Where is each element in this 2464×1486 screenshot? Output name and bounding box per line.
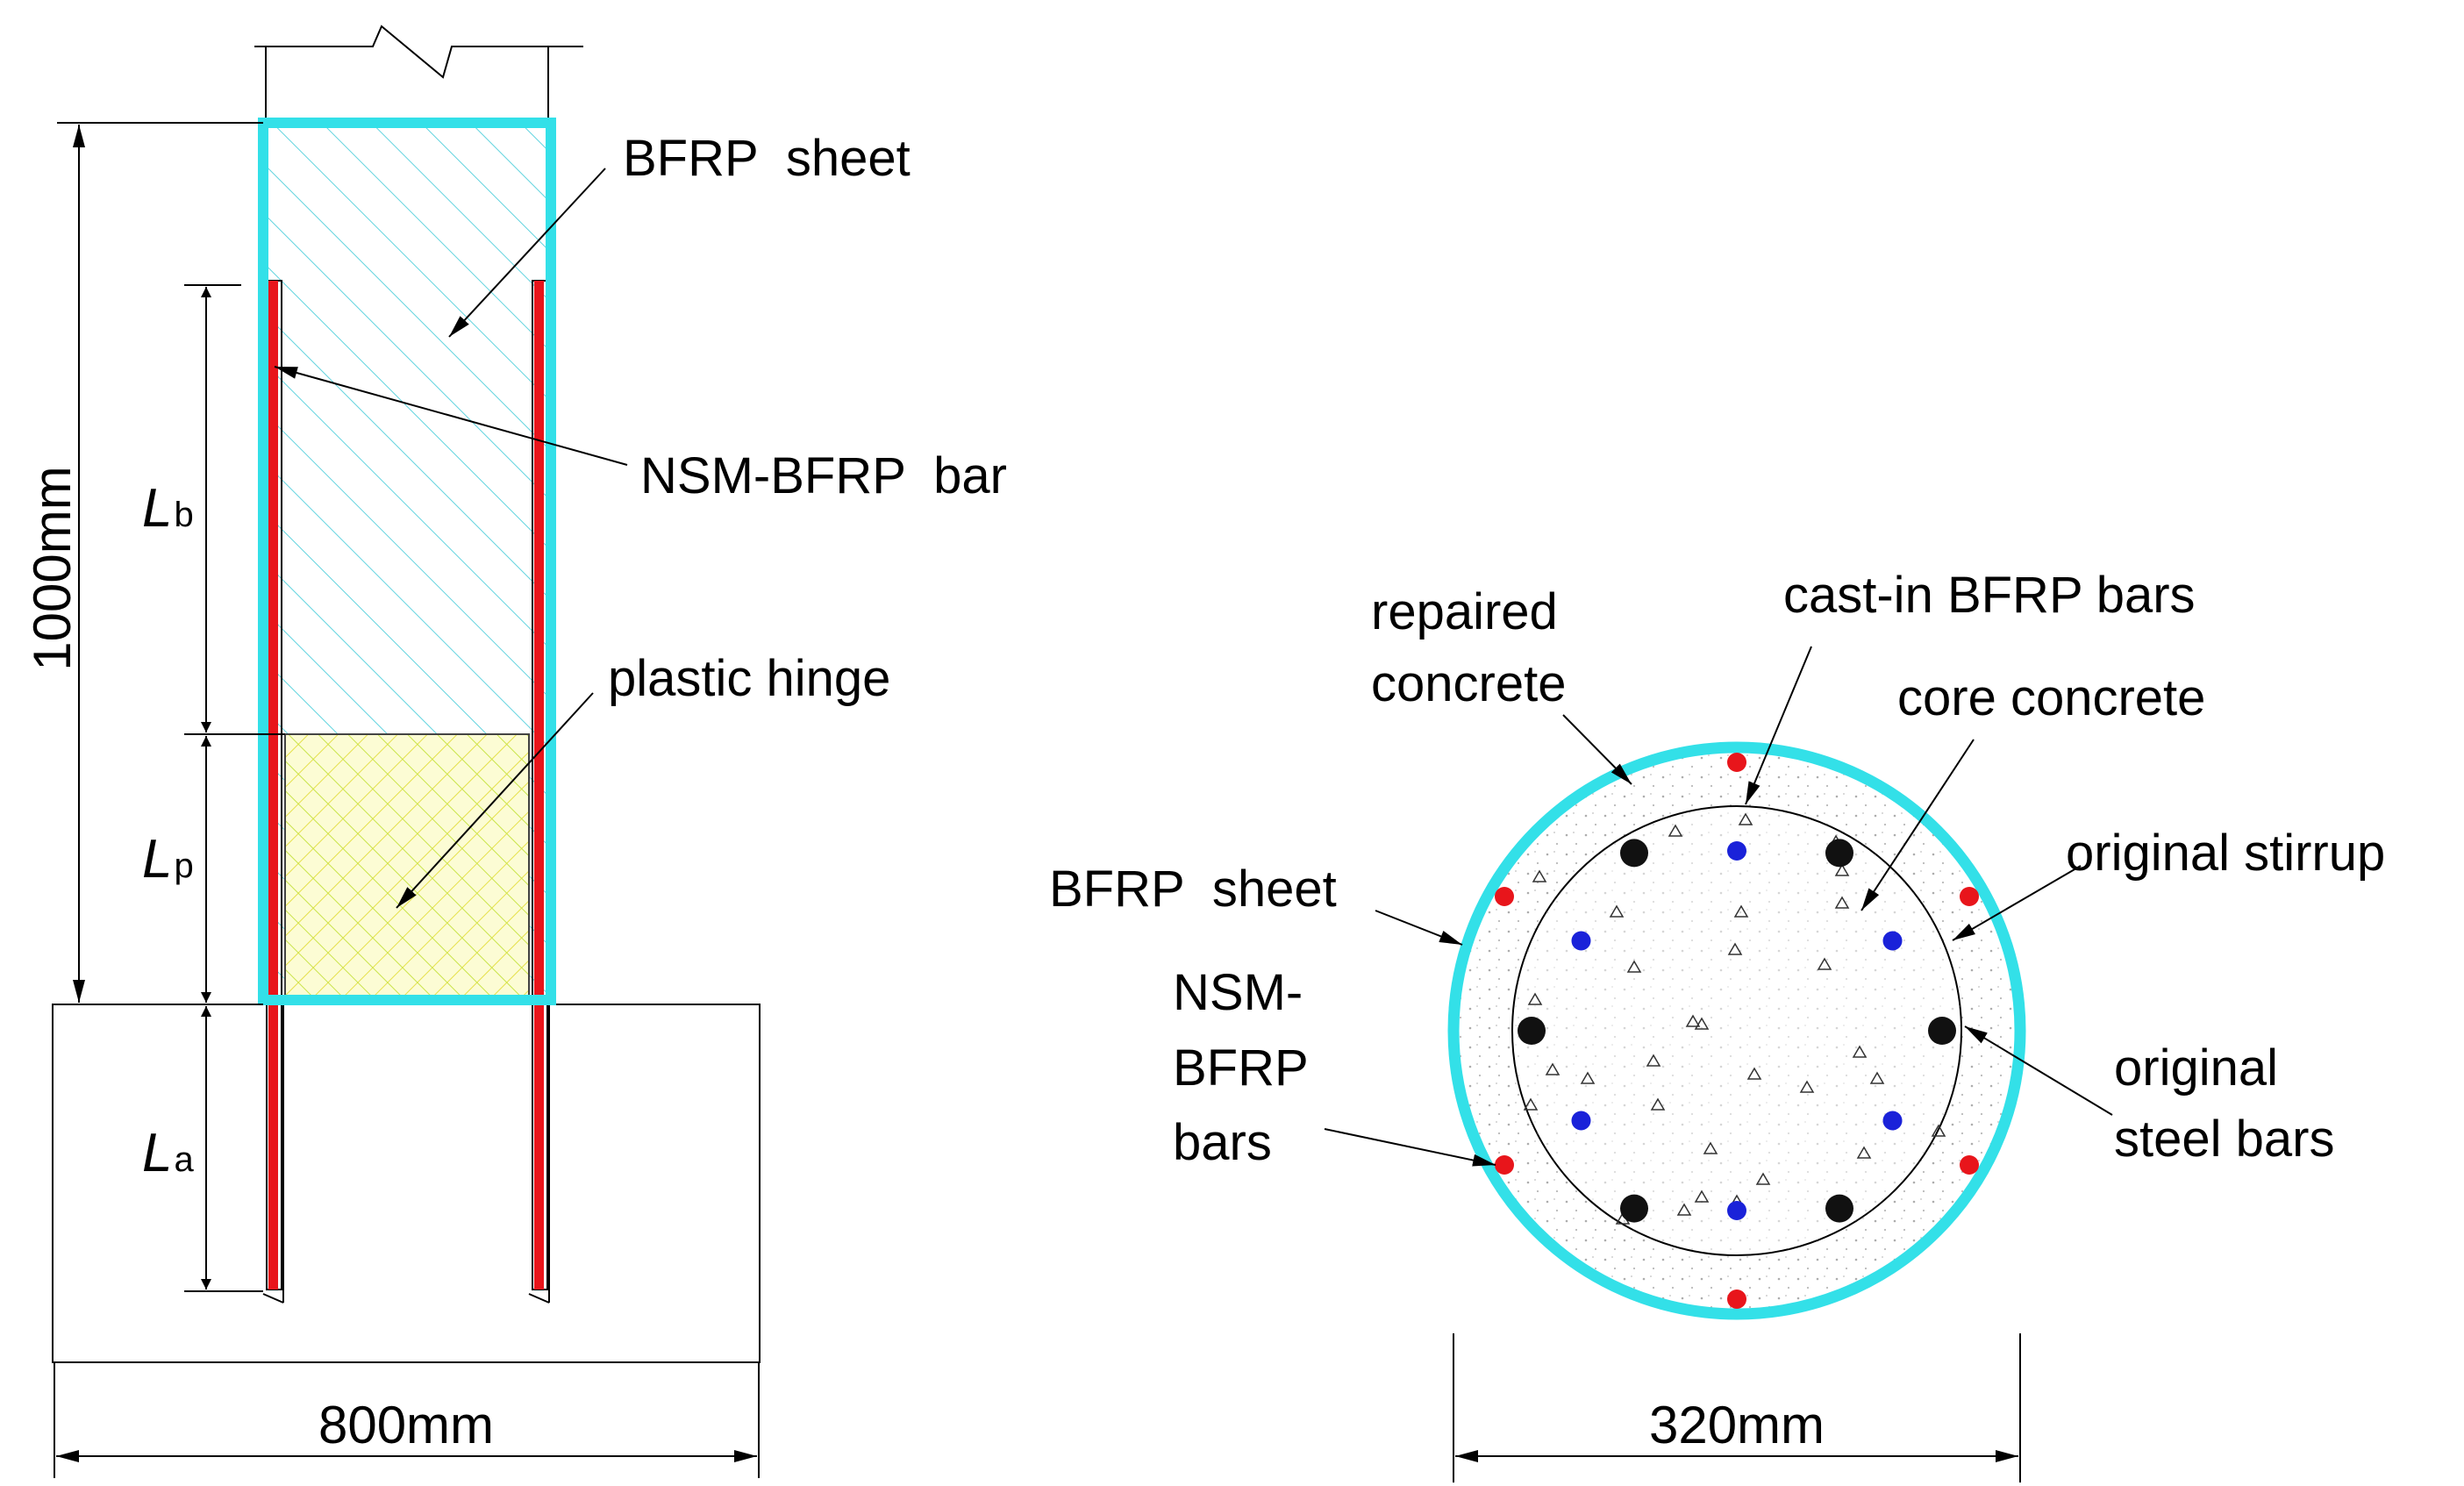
- aggregate-mark: [1931, 1124, 1946, 1137]
- section-bfrp-sheet-label: BFRP sheet: [1049, 861, 1337, 918]
- nsm-bars-label: NSM-: [1173, 964, 1303, 1021]
- nsm-bfrp-bar: [1727, 753, 1746, 772]
- aggregate-mark: [1676, 1203, 1692, 1216]
- aggregate-mark: [1694, 1190, 1710, 1203]
- cast-in-bfrp-bar: [1727, 1201, 1746, 1220]
- nsm-bars-label-2: BFRP: [1173, 1039, 1309, 1097]
- original-steel-bar: [1518, 1017, 1546, 1045]
- cast-in-bars-leader: [1745, 646, 1812, 805]
- cast-in-bfrp-bar: [1727, 841, 1746, 861]
- width-dimension-label: 800mm: [318, 1396, 494, 1454]
- original-stirrup-leader: [1952, 865, 2082, 941]
- nsm-bfrp-bar: [1495, 887, 1514, 906]
- original-steel-bar: [1825, 1194, 1853, 1223]
- aggregate-mark: [1650, 1097, 1666, 1111]
- nsm-bfrp-bar: [1960, 887, 1979, 906]
- aggregate-mark: [1545, 1062, 1561, 1075]
- lp-label: Lp: [142, 829, 194, 889]
- bfrp-sheet-wrap: [258, 118, 556, 1005]
- la-label: La: [142, 1123, 194, 1183]
- nsm-bars-leader: [1324, 1128, 1496, 1167]
- height-dimension-label: 1000mm: [23, 466, 82, 670]
- aggregate-mark: [1527, 992, 1543, 1005]
- repaired-concrete-leader: [1562, 714, 1632, 785]
- section-bfrp-sheet-leader: [1375, 910, 1463, 946]
- diameter-dimension: [1453, 1333, 2021, 1482]
- width-dimension: [54, 1362, 760, 1478]
- plastic-hinge-label: plastic hinge: [608, 650, 890, 707]
- aggregate-mark: [1799, 1080, 1815, 1093]
- aggregate-mark: [1755, 1172, 1771, 1185]
- height-dimension: [57, 122, 263, 1005]
- nsm-bar-label: NSM-BFRP bar: [640, 447, 1007, 504]
- cast-in-bfrp-bar: [1571, 931, 1591, 951]
- aggregate-mark: [1856, 1146, 1872, 1159]
- aggregate-mark: [1834, 863, 1850, 876]
- core-concrete-leader: [1860, 739, 1975, 911]
- aggregate-mark: [1609, 904, 1625, 918]
- aggregate-mark: [1523, 1097, 1539, 1111]
- bfrp-sheet-leader: [448, 168, 606, 338]
- aggregate-mark: [1685, 1014, 1701, 1027]
- original-steel-bar: [1620, 839, 1648, 868]
- diameter-dimension-label: 320mm: [1649, 1396, 1825, 1454]
- repaired-concrete-label-2: concrete: [1371, 655, 1566, 712]
- aggregate-mark: [1869, 1071, 1885, 1084]
- cast-in-bfrp-bar: [1882, 931, 1903, 951]
- nsm-bfrp-bar: [1495, 1155, 1514, 1175]
- aggregate-mark: [1668, 824, 1683, 837]
- nsm-bfrp-bar: [1960, 1155, 1979, 1175]
- original-steel-bar: [1620, 1194, 1648, 1223]
- original-stirrup-label: original stirrup: [2066, 825, 2385, 882]
- section-bars: [1495, 753, 1979, 1309]
- aggregate-mark: [1852, 1045, 1868, 1058]
- original-steel-bar: [1825, 839, 1853, 868]
- aggregate-mark: [1817, 957, 1832, 970]
- aggregate-mark: [1703, 1141, 1718, 1154]
- plastic-hinge-leader: [396, 692, 594, 909]
- column-cross-section: repaired concrete cast-in BFRP bars core…: [1049, 567, 2385, 1482]
- aggregate-mark: [1694, 1017, 1710, 1030]
- column-break-line: [254, 25, 583, 123]
- aggregate-mark: [1834, 896, 1850, 909]
- bfrp-sheet-label: BFRP sheet: [623, 130, 911, 187]
- cast-in-bfrp-bar: [1882, 1111, 1903, 1131]
- column-elevation: 1000mm Lb Lp La 800mm BFRP sheet NSM-BFR…: [23, 25, 1007, 1478]
- steel-bars-label: original: [2114, 1039, 2278, 1097]
- cast-in-bfrp-bar: [1571, 1111, 1591, 1131]
- aggregate-mark: [1746, 1067, 1762, 1080]
- steel-bars-leader: [1964, 1025, 2113, 1116]
- nsm-bfrp-bar: [1727, 1290, 1746, 1309]
- steel-bars-label-2: steel bars: [2114, 1111, 2334, 1168]
- cast-in-bars-label: cast-in BFRP bars: [1783, 567, 2196, 624]
- foundation-block: [52, 1004, 761, 1363]
- plastic-hinge-zone: [284, 733, 530, 1001]
- section-bfrp-sheet: [1447, 741, 2026, 1320]
- aggregate-mark: [1733, 904, 1749, 918]
- repaired-concrete-label: repaired: [1371, 583, 1558, 640]
- aggregate-mark: [1738, 812, 1753, 825]
- segment-dimensions: [184, 284, 285, 1292]
- aggregate-mark: [1727, 942, 1743, 955]
- aggregate-mark: [1646, 1054, 1661, 1067]
- lb-label: Lb: [142, 478, 194, 539]
- aggregate-mark: [1580, 1071, 1596, 1084]
- nsm-bar-leader: [274, 366, 628, 466]
- aggregate-mark: [1626, 960, 1642, 973]
- core-concrete-label: core concrete: [1897, 669, 2205, 726]
- aggregate-mark: [1532, 869, 1547, 882]
- original-steel-bar: [1928, 1017, 1956, 1045]
- nsm-bars-label-3: bars: [1173, 1114, 1272, 1171]
- core-aggregate: [1523, 812, 1946, 1225]
